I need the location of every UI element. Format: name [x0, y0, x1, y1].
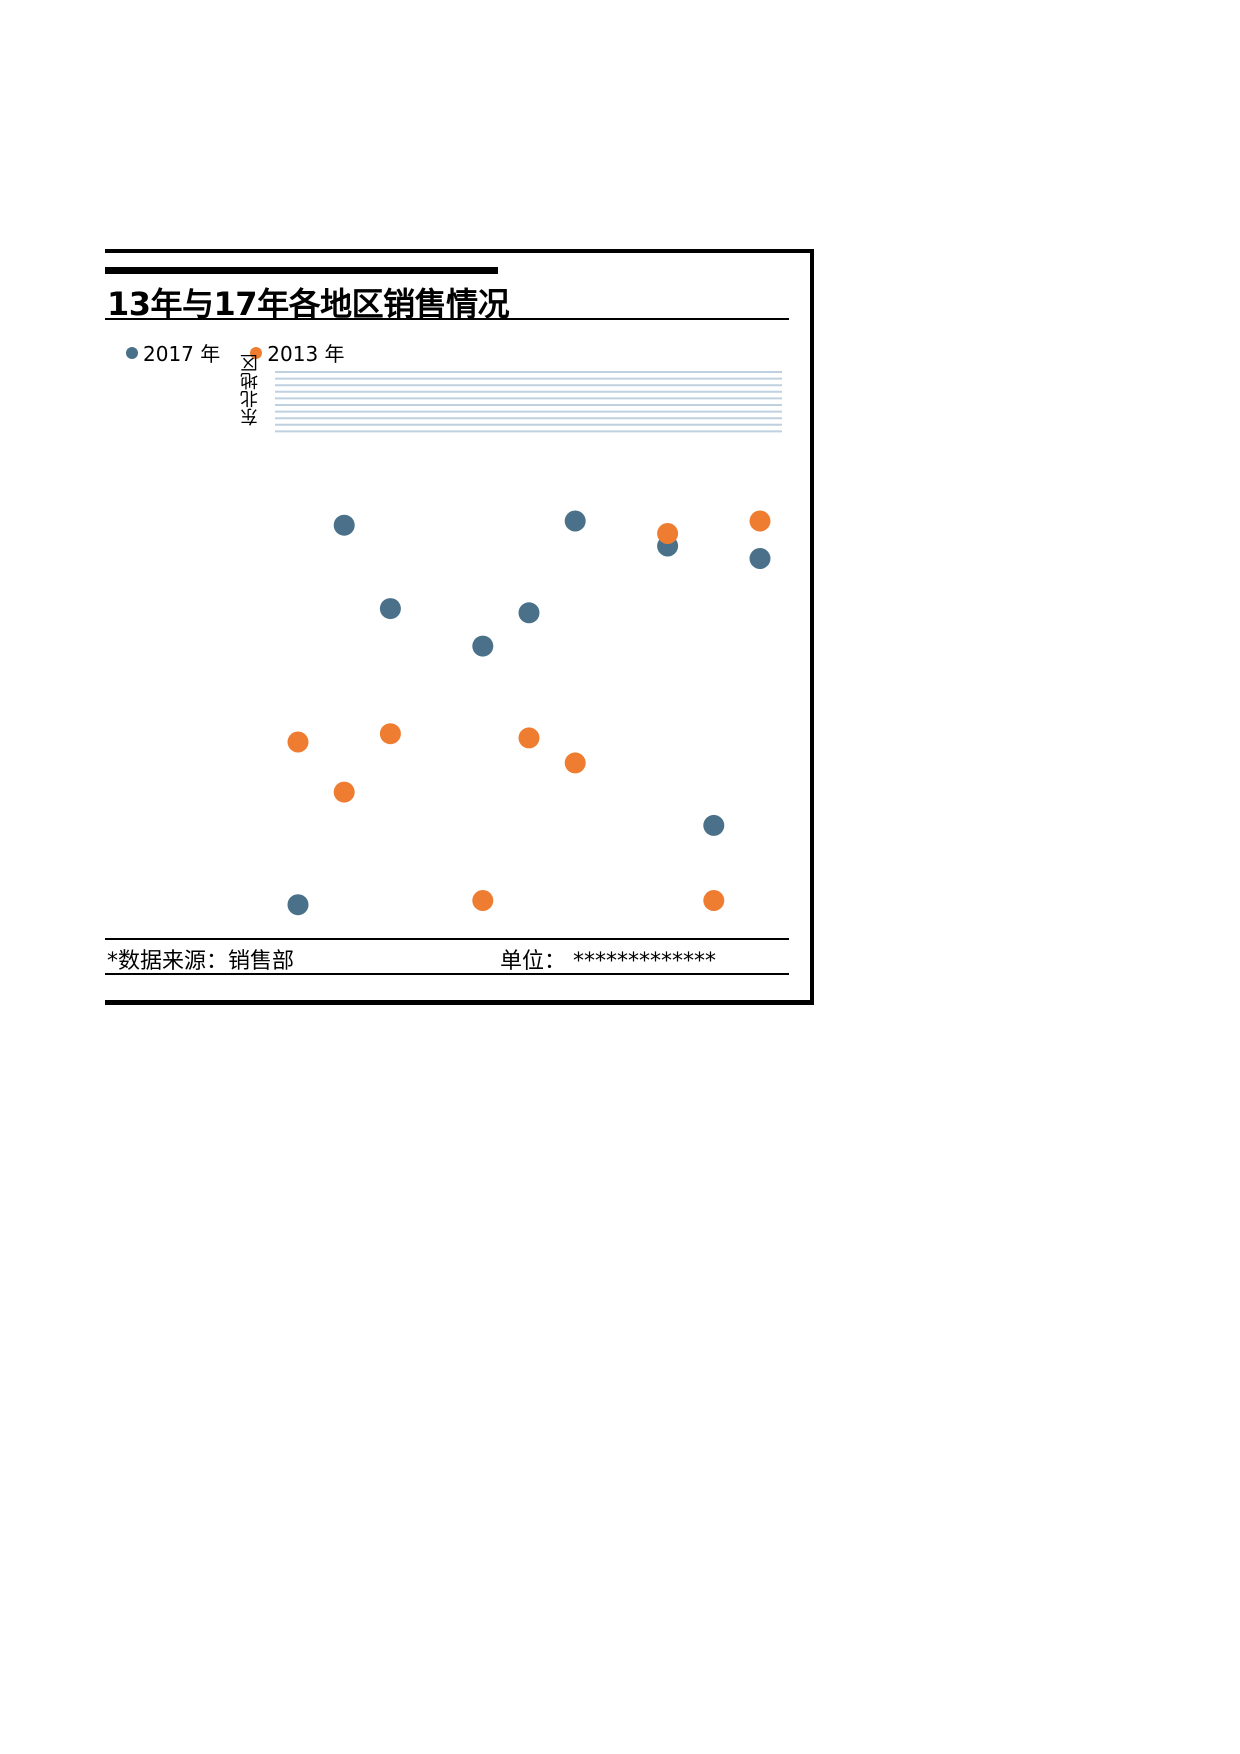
- footer-top-divider: [105, 938, 789, 940]
- data-point: [333, 514, 355, 536]
- footer-bottom-divider: [105, 973, 789, 975]
- data-point: [564, 752, 586, 774]
- title-accent-bar: [105, 267, 498, 274]
- data-point: [379, 723, 401, 745]
- legend-label-2017: 2017 年: [143, 342, 221, 366]
- chart-title: 13年与17年各地区销售情况: [107, 285, 510, 323]
- unit-note: 单位： *************: [500, 949, 716, 974]
- data-source-note: *数据来源：销售部: [107, 949, 295, 974]
- data-point: [518, 602, 540, 624]
- data-point: [472, 890, 494, 911]
- legend-item-2017: 2017 年: [126, 338, 220, 367]
- chart-frame: [105, 249, 814, 1005]
- grid-band: [275, 371, 782, 433]
- data-point: [287, 894, 309, 916]
- legend-marker-2017: [126, 346, 138, 359]
- data-point: [333, 781, 355, 803]
- data-point: [287, 731, 309, 753]
- data-point: [379, 598, 401, 620]
- legend-item-2013: 2013 年: [250, 338, 345, 367]
- data-point: [518, 727, 540, 749]
- data-point: [657, 523, 679, 544]
- series-2013: [287, 510, 771, 911]
- title-divider: [105, 318, 789, 320]
- data-point: [749, 510, 771, 532]
- data-point: [703, 814, 725, 836]
- legend-label-2013: 2013 年: [267, 342, 345, 366]
- data-point: [472, 635, 494, 657]
- series-2017: [287, 510, 771, 916]
- data-point: [749, 548, 771, 569]
- data-point: [703, 890, 725, 911]
- legend-marker-2013: [250, 346, 263, 359]
- chart-legend: 2017 年 2013 年: [126, 338, 375, 367]
- data-point: [564, 510, 586, 532]
